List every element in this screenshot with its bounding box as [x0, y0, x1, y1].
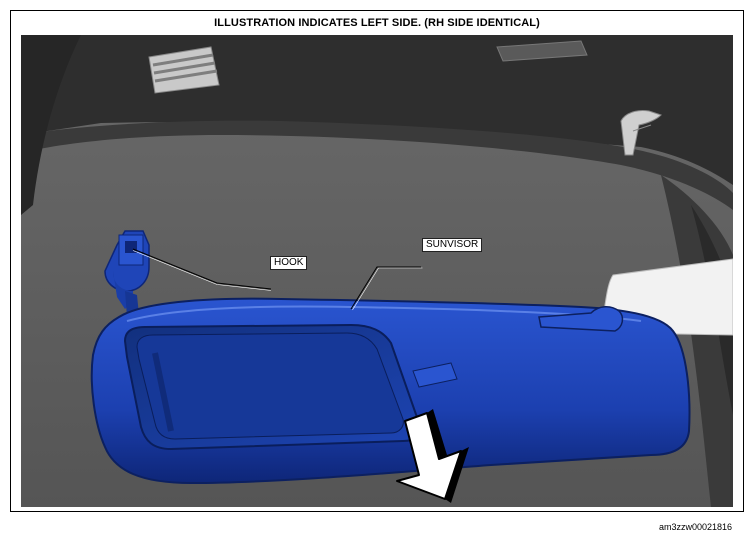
arrow-down-right-icon [396, 409, 469, 503]
map-light [496, 40, 588, 62]
assist-grip [620, 110, 662, 156]
sunvisor-illustration [21, 35, 733, 507]
a-pillar [21, 35, 81, 215]
sunvisor-leader-line [350, 266, 421, 310]
overhead-vent [148, 46, 220, 94]
figure-code: am3zzw00021816 [658, 522, 732, 532]
sunvisor-callout: SUNVISOR [422, 238, 483, 252]
hook-leader-line-shadow [132, 250, 272, 291]
hook-callout: HOOK [270, 256, 308, 270]
hook-clip [104, 230, 150, 317]
hook-leader-line [132, 248, 272, 290]
illustration [21, 35, 733, 507]
figure-title: ILLUSTRATION INDICATES LEFT SIDE. (RH SI… [214, 17, 540, 29]
roof-trim-edge [21, 120, 733, 210]
sunvisor-leader-line-shadow [352, 267, 423, 311]
sunvisor [90, 297, 691, 485]
figure-frame: ILLUSTRATION INDICATES LEFT SIDE. (RH SI… [10, 10, 744, 512]
